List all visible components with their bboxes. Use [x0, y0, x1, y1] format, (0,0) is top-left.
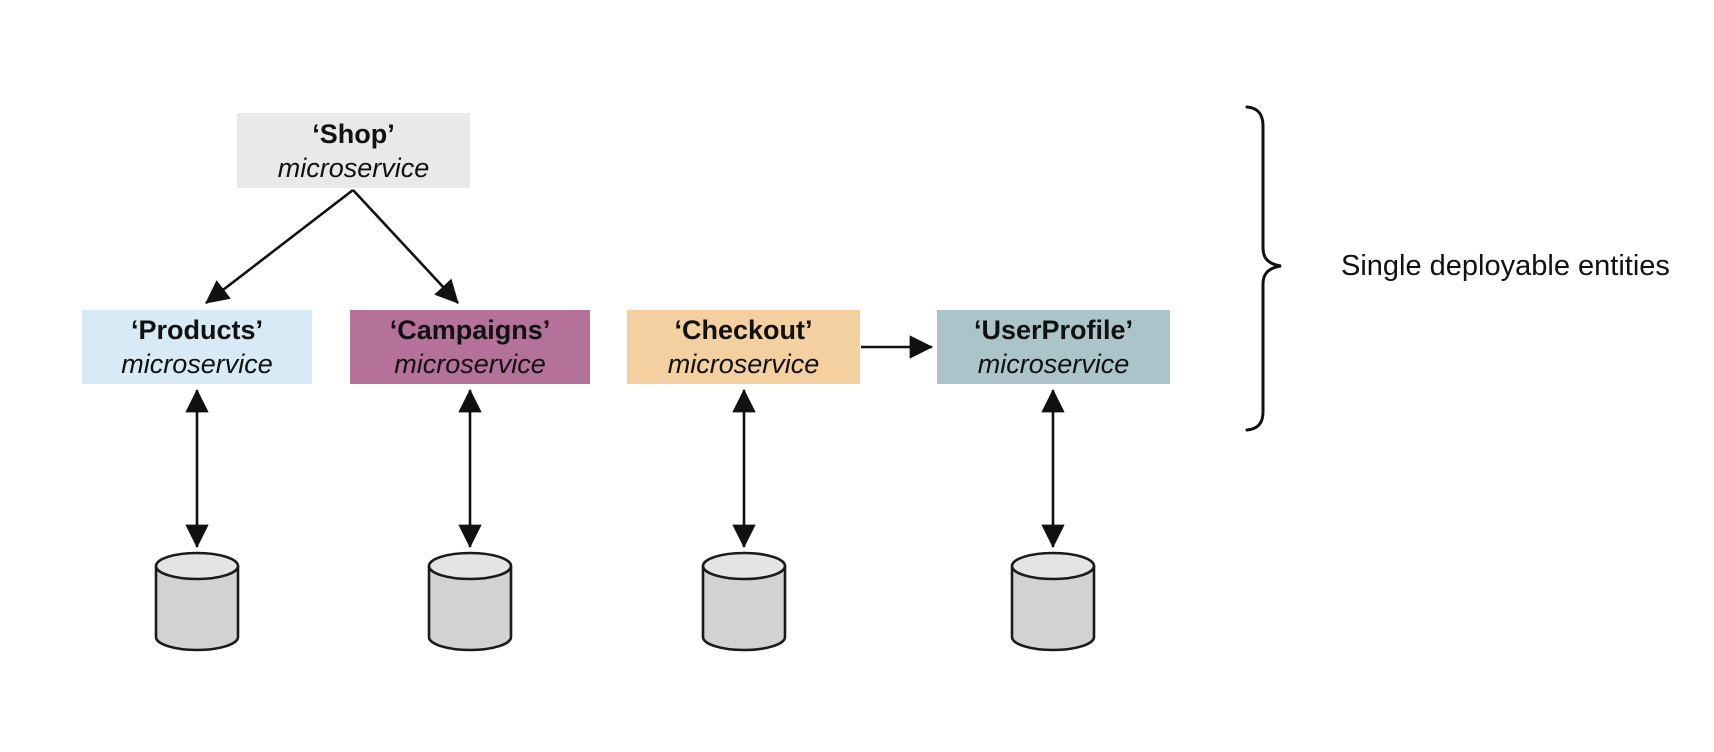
- service-type: microservice: [394, 349, 546, 379]
- service-name: ‘UserProfile’: [973, 315, 1134, 345]
- service-box-userprofile: ‘UserProfile’ microservice: [937, 310, 1170, 384]
- db-top: [1010, 551, 1096, 581]
- service-box-products: ‘Products’ microservice: [82, 310, 312, 384]
- service-name: ‘Shop’: [312, 118, 395, 149]
- db-top: [701, 551, 787, 581]
- service-type: microservice: [667, 349, 820, 379]
- service-box-shop: ‘Shop’ microservice: [237, 113, 470, 188]
- service-type: microservice: [121, 349, 273, 379]
- db-top: [427, 551, 513, 581]
- service-type: microservice: [977, 349, 1130, 379]
- service-name: ‘Campaigns’: [389, 315, 551, 345]
- service-box-checkout: ‘Checkout’ microservice: [627, 310, 860, 384]
- service-name: ‘Products’: [130, 315, 264, 345]
- db-top: [154, 551, 240, 581]
- service-name: ‘Checkout’: [674, 315, 813, 345]
- arrow-shop-to-products: [205, 188, 354, 305]
- database-cylinder-userprofile: [1010, 551, 1096, 652]
- database-cylinder-products: [154, 551, 240, 652]
- arrow-shop-to-campaigns: [352, 189, 459, 304]
- curly-brace: [1245, 105, 1282, 432]
- db-body: [154, 566, 240, 652]
- service-type: microservice: [277, 152, 430, 183]
- db-body: [701, 566, 787, 652]
- db-body: [427, 566, 513, 652]
- brace-annotation-label: Single deployable entities: [1341, 250, 1670, 282]
- database-cylinder-campaigns: [427, 551, 513, 652]
- database-cylinder-checkout: [701, 551, 787, 652]
- db-body: [1010, 566, 1096, 652]
- service-box-campaigns: ‘Campaigns’ microservice: [350, 310, 590, 384]
